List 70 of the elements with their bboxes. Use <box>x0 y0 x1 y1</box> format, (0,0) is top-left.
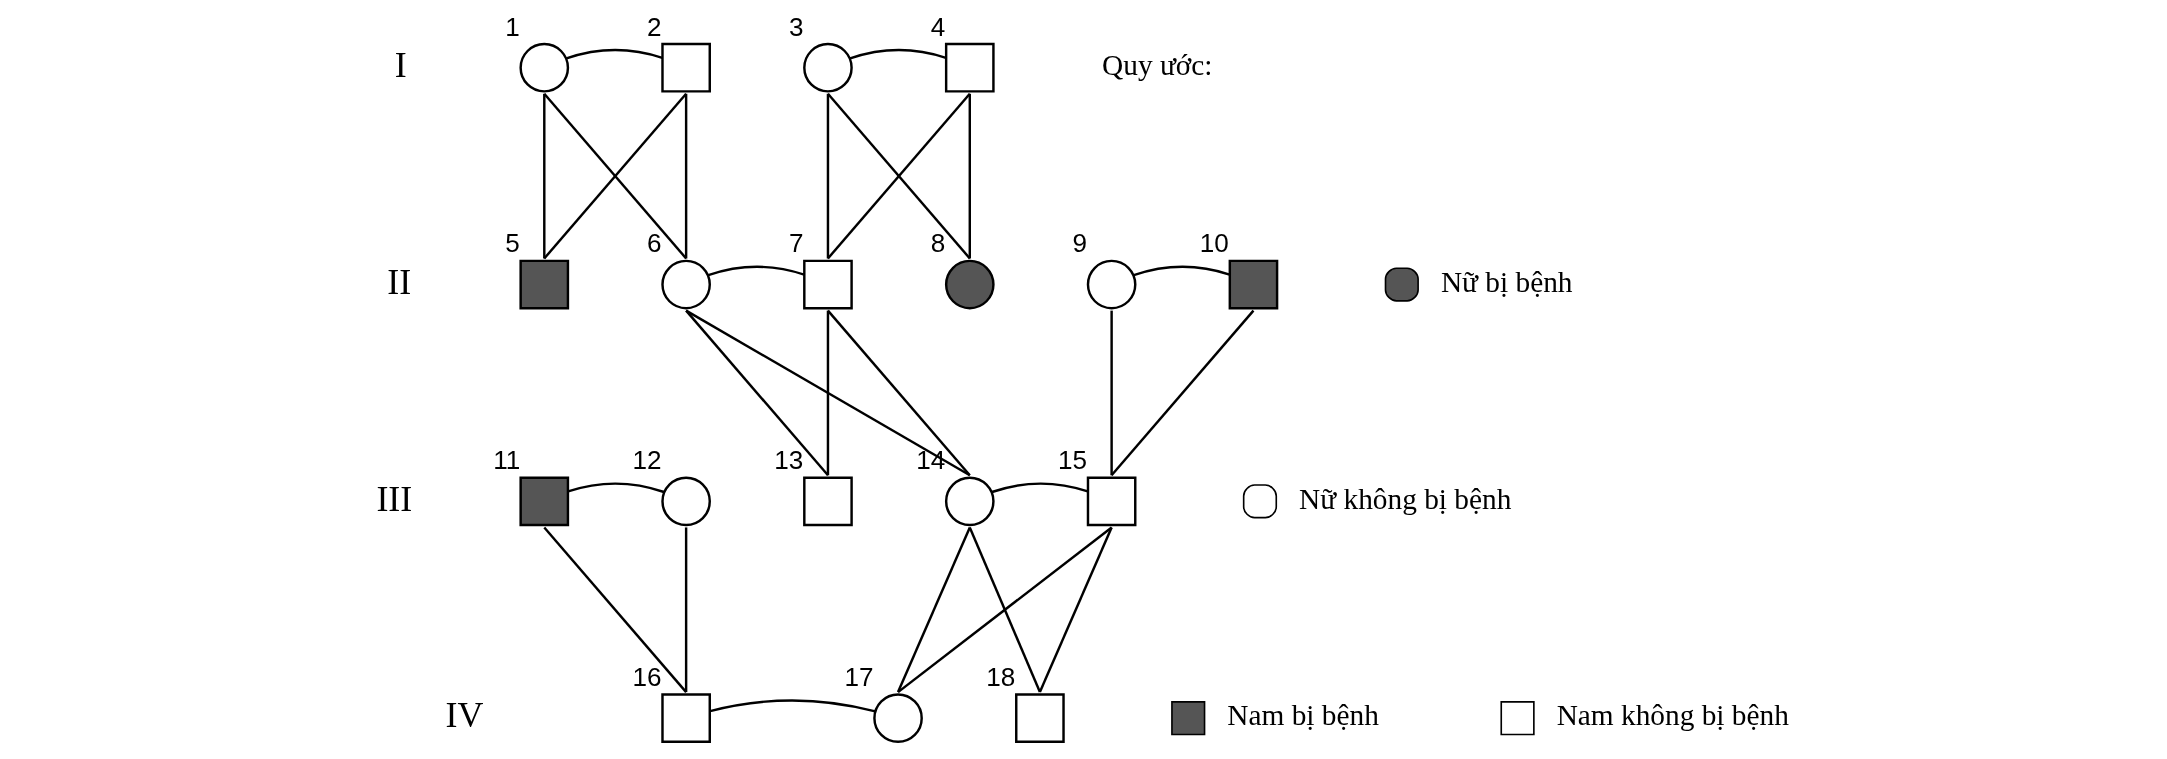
label: IV <box>445 695 484 736</box>
node-circle <box>803 42 853 93</box>
node-box <box>661 42 711 93</box>
connector <box>968 93 971 259</box>
node-label: 2 <box>647 11 662 42</box>
node-box <box>944 42 995 93</box>
connector <box>566 48 663 60</box>
node-label: 7 <box>788 228 804 259</box>
node-label: 12 <box>632 445 662 476</box>
connector <box>1038 526 1113 693</box>
connector <box>896 526 971 693</box>
node-circle <box>519 42 570 93</box>
legend-label: Nam không bị bệnh <box>1556 699 1789 732</box>
connector <box>685 309 829 477</box>
node-box <box>803 259 853 310</box>
node-label: 17 <box>844 662 874 693</box>
node-box <box>519 476 570 527</box>
connector <box>707 265 805 277</box>
node-circle <box>944 259 995 310</box>
node-box <box>661 693 711 744</box>
label: I <box>394 44 407 85</box>
connector <box>567 482 665 494</box>
node-label: 15 <box>1057 445 1087 476</box>
legend-label: Nam bị bệnh <box>1227 699 1379 732</box>
node-label: 3 <box>788 11 804 42</box>
node-circle <box>873 693 923 744</box>
node-box <box>519 259 570 310</box>
node-box <box>803 476 853 527</box>
node-box <box>1086 476 1137 527</box>
connector <box>826 310 830 476</box>
node-label: 14 <box>916 445 946 476</box>
node-box <box>1228 259 1279 310</box>
connector <box>849 48 947 60</box>
node-label: 6 <box>647 228 662 259</box>
connector <box>826 93 830 259</box>
node-label: 9 <box>1072 228 1088 259</box>
connector <box>684 93 688 259</box>
connector <box>543 93 688 260</box>
label: III <box>376 478 413 519</box>
node-label: 11 <box>493 445 521 476</box>
node-label: 1 <box>505 11 520 42</box>
connector <box>968 526 1041 693</box>
connector <box>827 93 971 260</box>
node-label: 18 <box>986 662 1016 693</box>
label: II <box>387 261 412 302</box>
legend-label: Nữ bị bệnh <box>1440 265 1573 298</box>
node-box <box>1015 693 1065 744</box>
connector <box>543 93 546 259</box>
label: Quy ước: <box>1102 48 1213 81</box>
connector <box>827 309 971 477</box>
connector <box>709 699 876 713</box>
connector <box>684 527 688 693</box>
node-label: 16 <box>632 662 662 693</box>
node-label: 4 <box>930 11 946 42</box>
connector <box>1110 310 1113 476</box>
node-circle <box>944 476 995 527</box>
connector <box>1133 265 1230 277</box>
legend-label: Nữ không bị bệnh <box>1299 482 1512 515</box>
connector <box>543 526 688 693</box>
connector <box>1110 309 1255 477</box>
node-circle <box>661 476 711 527</box>
node-circle <box>1086 259 1137 310</box>
connector <box>897 526 1113 694</box>
node-label: 10 <box>1199 228 1229 259</box>
connector <box>991 482 1089 494</box>
connector <box>685 309 971 477</box>
node-label: 13 <box>774 445 804 476</box>
node-circle <box>661 259 711 310</box>
node-label: 5 <box>505 228 520 259</box>
node-label: 8 <box>930 228 946 259</box>
